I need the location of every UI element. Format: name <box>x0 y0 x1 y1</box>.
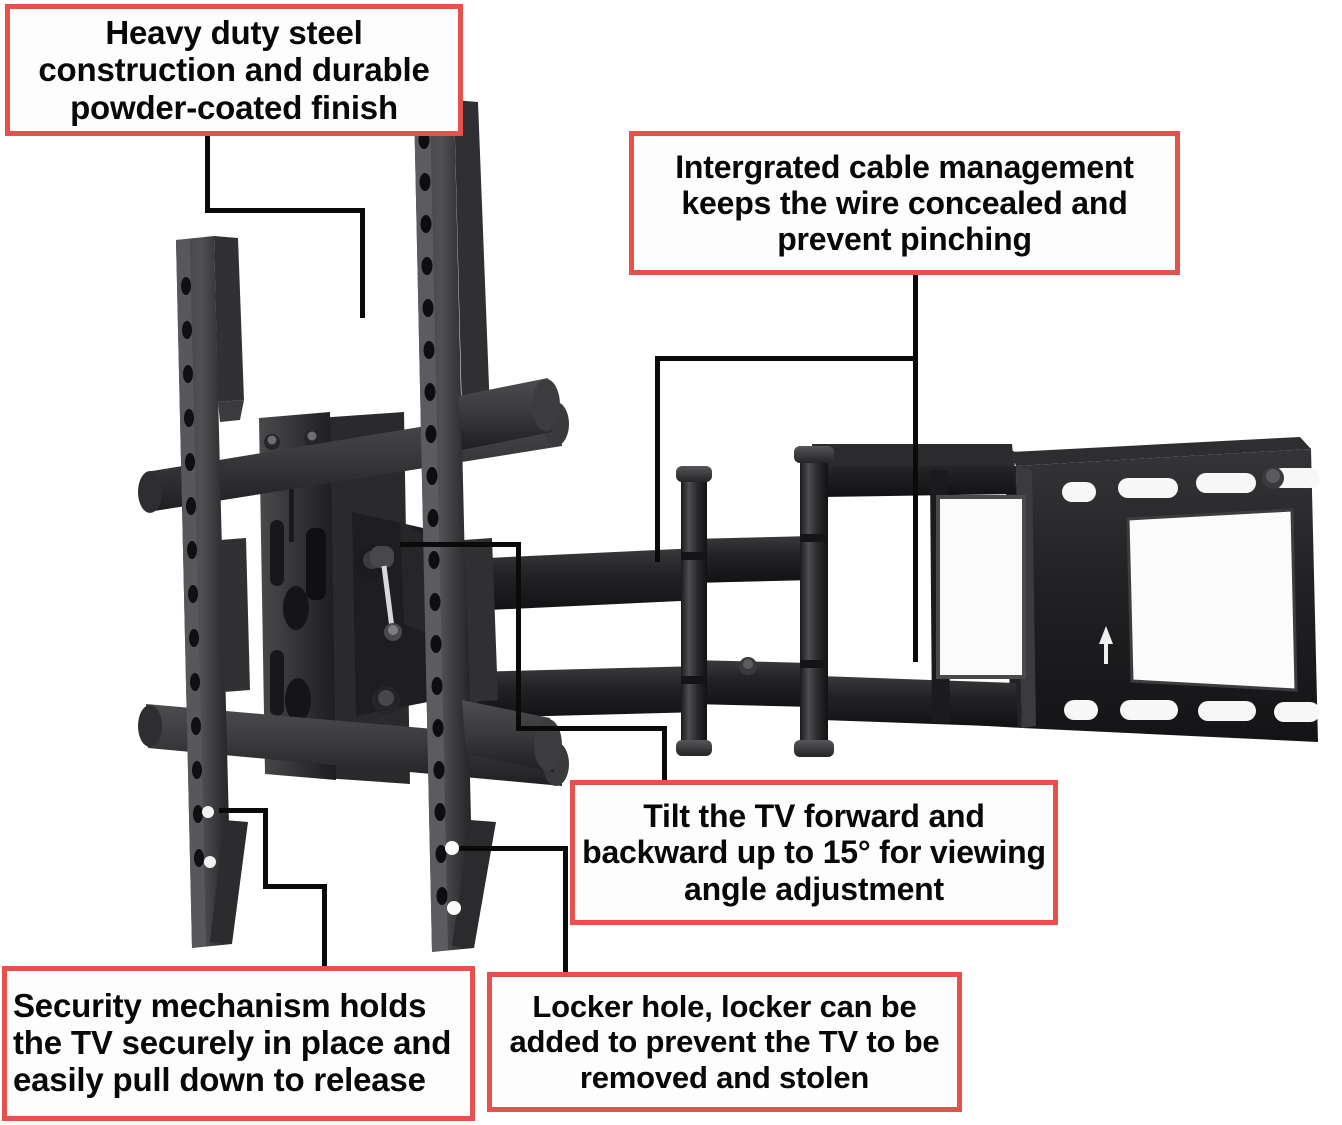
leader-line-security-seg3 <box>263 884 326 889</box>
callout-cable-management: Intergrated cable management keeps the w… <box>629 131 1180 275</box>
leader-line-cable-seg2 <box>655 356 917 361</box>
callout-cable-text: Intergrated cable management keeps the w… <box>675 148 1134 258</box>
callout-heavy-duty-steel: Heavy duty steel construction and durabl… <box>5 4 463 136</box>
callout-tilt-text: Tilt the TV forward and backward up to 1… <box>582 798 1046 907</box>
leader-line-steel-seg1 <box>205 136 210 212</box>
articulating-arm <box>440 444 1026 727</box>
callout-security-text: Security mechanism holds the TV securely… <box>13 987 452 1098</box>
locker-hole <box>445 841 459 855</box>
callout-tilt-adjustment: Tilt the TV forward and backward up to 1… <box>570 780 1058 925</box>
pivot-hinge-outer <box>794 446 834 757</box>
leader-line-tilt-seg3 <box>516 726 666 731</box>
tv-mounting-rail-left <box>176 236 250 948</box>
tv-mounting-rail-right <box>414 100 498 952</box>
leader-line-cable-seg3 <box>655 356 660 562</box>
leader-line-tilt-seg2 <box>516 542 521 730</box>
mounting-plate-left <box>259 412 336 780</box>
leader-line-security-seg1 <box>219 808 267 813</box>
callout-security-mechanism: Security mechanism holds the TV securely… <box>2 966 475 1121</box>
tilt-mechanism <box>318 412 444 784</box>
rail-stub-bars <box>458 378 562 772</box>
callout-locker-hole: Locker hole, locker can be added to prev… <box>487 972 962 1112</box>
leader-line-security-seg4 <box>322 884 327 968</box>
callout-steel-text: Heavy duty steel construction and durabl… <box>38 14 430 126</box>
leader-line-locker-seg2 <box>563 846 568 974</box>
leader-line-cable-seg1 <box>913 275 918 360</box>
leader-line-security-seg2 <box>263 808 268 888</box>
leader-line-cable-seg4 <box>913 356 918 662</box>
leader-line-steel-seg3 <box>360 208 365 318</box>
leader-line-tilt-seg1 <box>400 542 520 547</box>
leader-line-tilt-seg4 <box>662 726 667 784</box>
leader-line-steel-seg2 <box>205 208 365 213</box>
pivot-hinge-inner <box>676 466 712 756</box>
callout-locker-text: Locker hole, locker can be added to prev… <box>509 989 940 1095</box>
leader-line-locker-seg1 <box>459 846 567 851</box>
